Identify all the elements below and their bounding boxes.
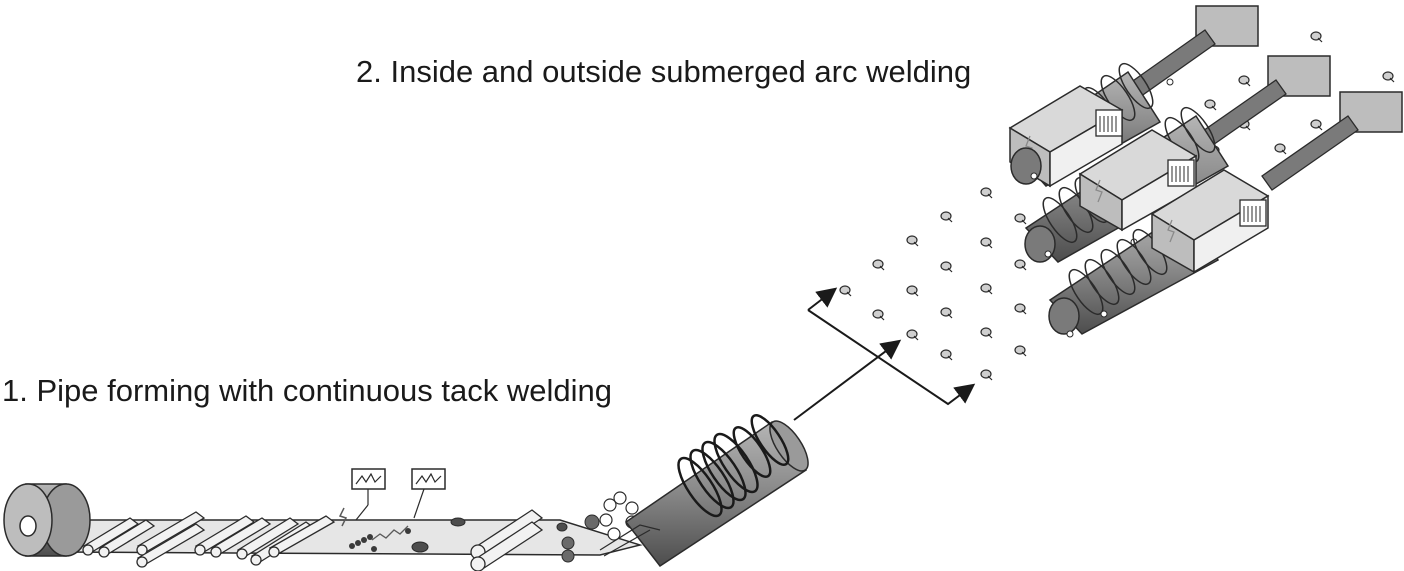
arrow-icon: [807, 287, 838, 311]
roller-icon: [194, 515, 256, 556]
support-roller-icon: [839, 285, 852, 297]
support-roller-icon: [1382, 71, 1395, 83]
roller-icon: [210, 517, 272, 558]
roller-icon: [136, 523, 206, 568]
welder-box-icon: [1150, 169, 1270, 274]
support-roller-icon: [940, 307, 953, 319]
support-roller-icon: [1014, 345, 1027, 357]
roller-icon: [236, 517, 300, 560]
support-roller-icon: [980, 327, 993, 339]
support-roller-icon: [1274, 143, 1287, 155]
roller-icon: [136, 511, 206, 556]
control-panel-icon: [1239, 199, 1267, 227]
forming-rollers: [82, 509, 544, 571]
control-panel-icon: [1095, 109, 1123, 137]
support-roller-icon: [980, 369, 993, 381]
control-panel-icon: [351, 468, 386, 521]
arrow-icon: [807, 309, 976, 406]
welding-station-1: [1008, 5, 1259, 188]
support-roller-icon: [980, 187, 993, 199]
control-panel-icon: [1167, 159, 1195, 187]
distribution-arrows: [793, 287, 976, 421]
pipe-rings: [677, 414, 790, 518]
forming-cage: [599, 491, 639, 541]
arrow-icon: [793, 339, 902, 421]
step-2-label: 2. Inside and outside submerged arc weld…: [356, 54, 972, 89]
support-roller-icon: [906, 285, 919, 297]
control-panel-icon: [411, 468, 446, 519]
support-roller-icon: [906, 329, 919, 341]
support-roller-icon: [1310, 31, 1323, 43]
support-roller-icon: [1014, 213, 1027, 225]
welding-station-3: [1048, 91, 1403, 338]
support-roller-icon: [872, 259, 885, 271]
support-roller-icon: [940, 211, 953, 223]
welding-station-2: [1024, 55, 1331, 263]
support-roller-icon: [872, 309, 885, 321]
forming-line: [3, 468, 643, 571]
support-roller-icon: [940, 349, 953, 361]
roller-icon: [268, 515, 336, 558]
support-roller-icon: [1014, 259, 1027, 271]
roller-icon: [98, 519, 156, 558]
support-roller-icon: [1204, 99, 1217, 111]
roller-icon: [470, 521, 544, 571]
formed-pipe: [599, 414, 809, 568]
roller-icon: [82, 517, 140, 556]
tack-weld-zone: [338, 507, 600, 563]
step-1-label: 1. Pipe forming with continuous tack wel…: [2, 373, 612, 408]
support-roller-icon: [906, 235, 919, 247]
support-roller-icon: [940, 261, 953, 273]
support-roller-icon: [980, 283, 993, 295]
support-roller-icon: [980, 237, 993, 249]
support-roller-icon: [1238, 75, 1251, 87]
support-roller-icon: [1014, 303, 1027, 315]
support-roller-icon: [1310, 119, 1323, 131]
coil-icon: [3, 483, 91, 557]
